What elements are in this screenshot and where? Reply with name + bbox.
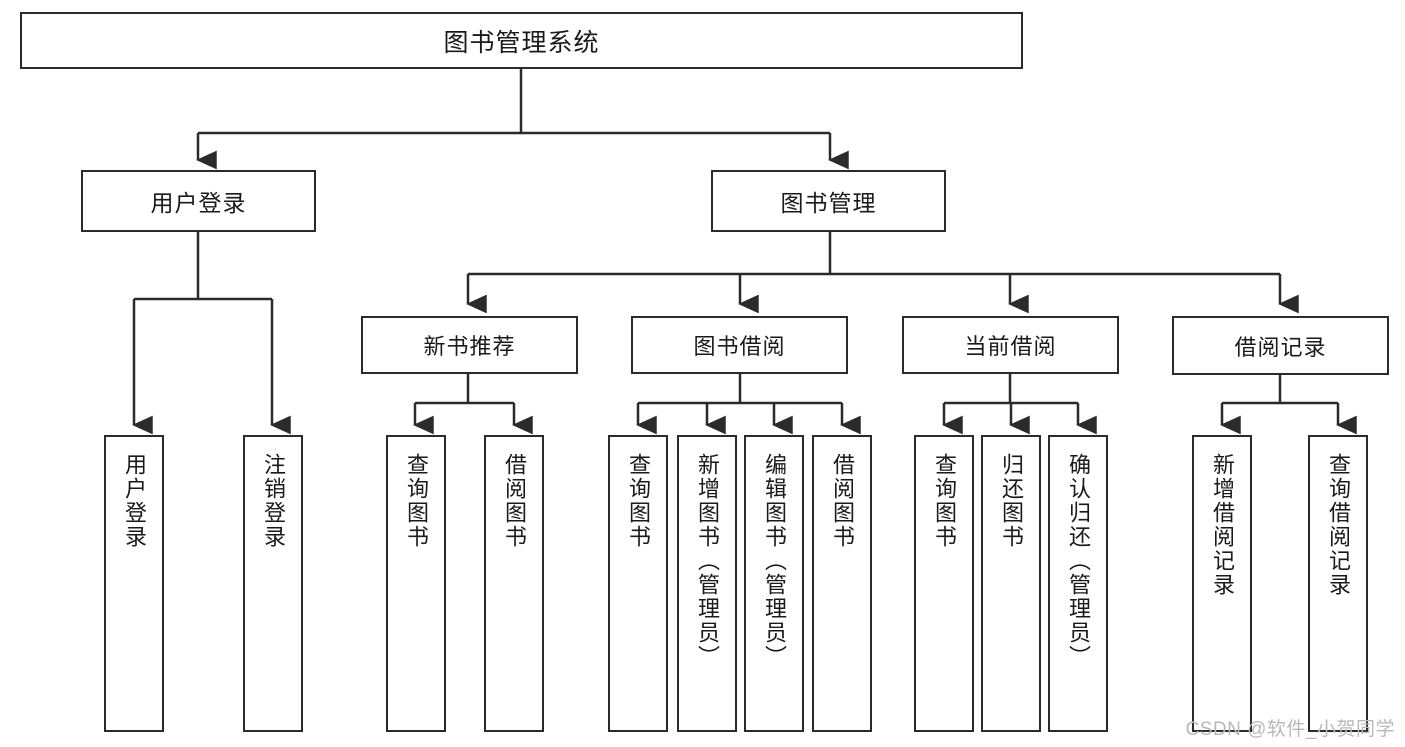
leaf-label: 借阅图书	[829, 453, 855, 549]
node-new-book-recommend[interactable]: 新书推荐	[361, 316, 578, 374]
node-root-label: 图书管理系统	[443, 28, 600, 57]
node-borrow-record-label: 借阅记录	[1234, 334, 1327, 360]
node-user-login[interactable]: 用户登录	[81, 170, 316, 232]
leaf-user-login-login[interactable]: 用户登录	[104, 435, 164, 732]
leaf-book-borrow-search[interactable]: 查询图书	[608, 435, 668, 732]
leaf-label: 用户登录	[121, 453, 147, 549]
node-current-borrow-label: 当前借阅	[964, 334, 1057, 359]
leaf-borrow-record-search[interactable]: 查询借阅记录	[1308, 435, 1368, 732]
node-current-borrow[interactable]: 当前借阅	[902, 316, 1119, 374]
node-root[interactable]: 图书管理系统	[20, 12, 1023, 69]
node-book-management-label: 图书管理	[780, 190, 877, 216]
leaf-book-borrow-add[interactable]: 新增图书（管理员）	[677, 435, 737, 732]
leaf-label: 查询借阅记录	[1325, 453, 1351, 597]
node-book-borrow-label: 图书借阅	[693, 334, 786, 359]
leaf-label: 借阅图书	[501, 453, 527, 549]
node-user-login-label: 用户登录	[150, 190, 247, 216]
leaf-book-borrow-borrow[interactable]: 借阅图书	[812, 435, 872, 732]
leaf-label: 查询图书	[931, 453, 957, 549]
node-book-management[interactable]: 图书管理	[711, 170, 946, 232]
node-borrow-record[interactable]: 借阅记录	[1172, 316, 1389, 375]
node-book-borrow[interactable]: 图书借阅	[631, 316, 848, 374]
leaf-label: 查询图书	[625, 453, 651, 549]
csdn-watermark: CSDN @软件_小贺同学	[1185, 719, 1395, 740]
node-new-book-recommend-label: 新书推荐	[423, 334, 516, 359]
leaf-borrow-record-add[interactable]: 新增借阅记录	[1192, 435, 1252, 732]
leaf-new-book-borrow[interactable]: 借阅图书	[484, 435, 544, 732]
leaf-label: 注销登录	[260, 453, 286, 549]
leaf-book-borrow-edit[interactable]: 编辑图书（管理员）	[744, 435, 804, 732]
leaf-label: 归还图书	[998, 453, 1024, 549]
leaf-new-book-search[interactable]: 查询图书	[386, 435, 446, 732]
leaf-current-borrow-confirm-return[interactable]: 确认归还（管理员）	[1048, 435, 1108, 732]
leaf-user-login-logout[interactable]: 注销登录	[243, 435, 303, 732]
leaf-label: 确认归还（管理员）	[1065, 453, 1091, 669]
leaf-label: 新增图书（管理员）	[694, 453, 720, 669]
leaf-current-borrow-return[interactable]: 归还图书	[981, 435, 1041, 732]
leaf-label: 新增借阅记录	[1209, 453, 1235, 597]
leaf-current-borrow-search[interactable]: 查询图书	[914, 435, 974, 732]
leaf-label: 编辑图书（管理员）	[761, 453, 787, 669]
leaf-label: 查询图书	[403, 453, 429, 549]
